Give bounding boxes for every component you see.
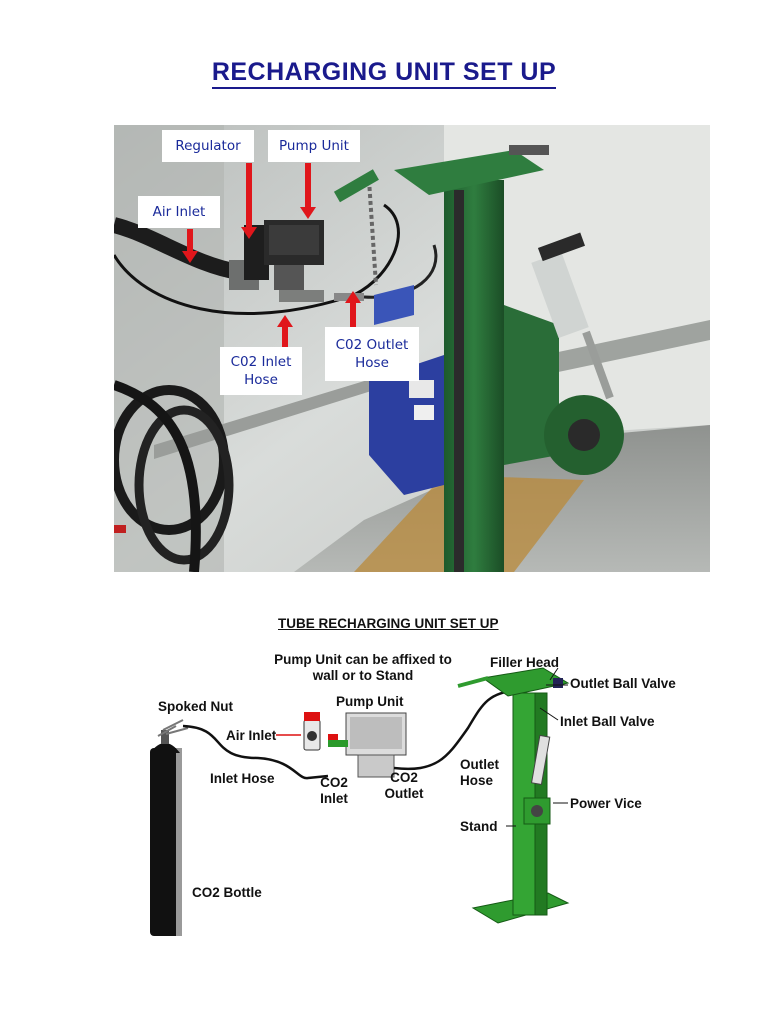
label-outlet-ball-valve: Outlet Ball Valve [570,676,676,691]
page-title: RECHARGING UNIT SET UP [0,58,768,89]
label-stand: Stand [460,819,498,834]
arrow-co2-outlet-hose [345,291,361,327]
photo-label-pump-unit: Pump Unit [268,130,360,162]
label-outlet-hose: Outlet Hose [460,757,499,788]
label-pump-unit: Pump Unit [336,694,404,709]
arrow-pump-unit [300,163,316,219]
label-co2-outlet: CO2 Outlet [384,770,424,801]
setup-diagram: TUBE RECHARGING UNIT SET UP Pump Unit ca… [88,608,688,958]
setup-photo: Regulator Pump Unit Air Inlet C02 Inlet … [114,125,710,572]
co2-bottle-shape [150,748,180,936]
photo-label-regulator: Regulator [162,130,254,162]
photo-scene [114,125,710,572]
label-air-inlet: Air Inlet [226,728,277,743]
label-spoked-nut: Spoked Nut [158,699,234,714]
label-power-vice: Power Vice [570,796,642,811]
diagram-title: TUBE RECHARGING UNIT SET UP [278,616,499,631]
label-pump-note: Pump Unit can be affixed to wall or to S… [274,652,452,683]
label-inlet-ball-valve: Inlet Ball Valve [560,714,655,729]
photo-label-co2-outlet-hose: C02 Outlet Hose [325,327,419,381]
label-inlet-hose: Inlet Hose [210,771,275,786]
photo-label-air-inlet: Air Inlet [138,196,220,228]
label-co2-bottle: CO2 Bottle [192,885,262,900]
arrow-regulator [241,163,257,239]
arrow-co2-inlet-hose [277,315,293,347]
label-co2-inlet: CO2 Inlet [320,775,348,806]
arrow-air-inlet [182,229,198,263]
diagram-drawing [150,667,570,936]
photo-label-co2-inlet-hose: C02 Inlet Hose [220,347,302,395]
label-filler-head: Filler Head [490,655,560,670]
